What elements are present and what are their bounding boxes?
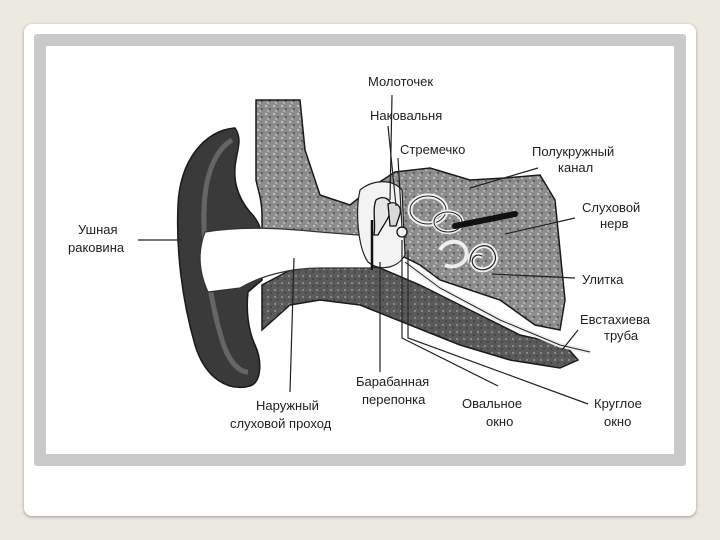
label-ear-canal-line1: Наружный [256,398,319,413]
label-auricle-line2: раковина [68,240,125,255]
label-eustachian-line2: труба [604,328,639,343]
label-round-window-line2: окно [604,414,631,429]
label-round-window-line1: Круглое [594,396,642,411]
label-auditory-nerve-line2: нерв [600,216,629,231]
label-incus: Наковальня [370,108,442,123]
label-auditory-nerve-line1: Слуховой [582,200,640,215]
label-semicircular-canal-line1: Полукружный [532,144,614,159]
label-eardrum-line1: Барабанная [356,374,429,389]
label-cochlea: Улитка [582,272,624,287]
label-semicircular-canal-line2: канал [558,160,593,175]
label-eustachian-line1: Евстахиева [580,312,651,327]
label-malleus: Молоточек [368,74,433,89]
label-oval-window-line1: Овальное [462,396,522,411]
stapes-shape [397,227,407,237]
label-eardrum-line2: перепонка [362,392,426,407]
label-auricle-line1: Ушная [78,222,118,237]
label-ear-canal-line2: слуховой проход [230,416,332,431]
label-oval-window-line2: окно [486,414,513,429]
label-stapes: Стремечко [400,142,465,157]
